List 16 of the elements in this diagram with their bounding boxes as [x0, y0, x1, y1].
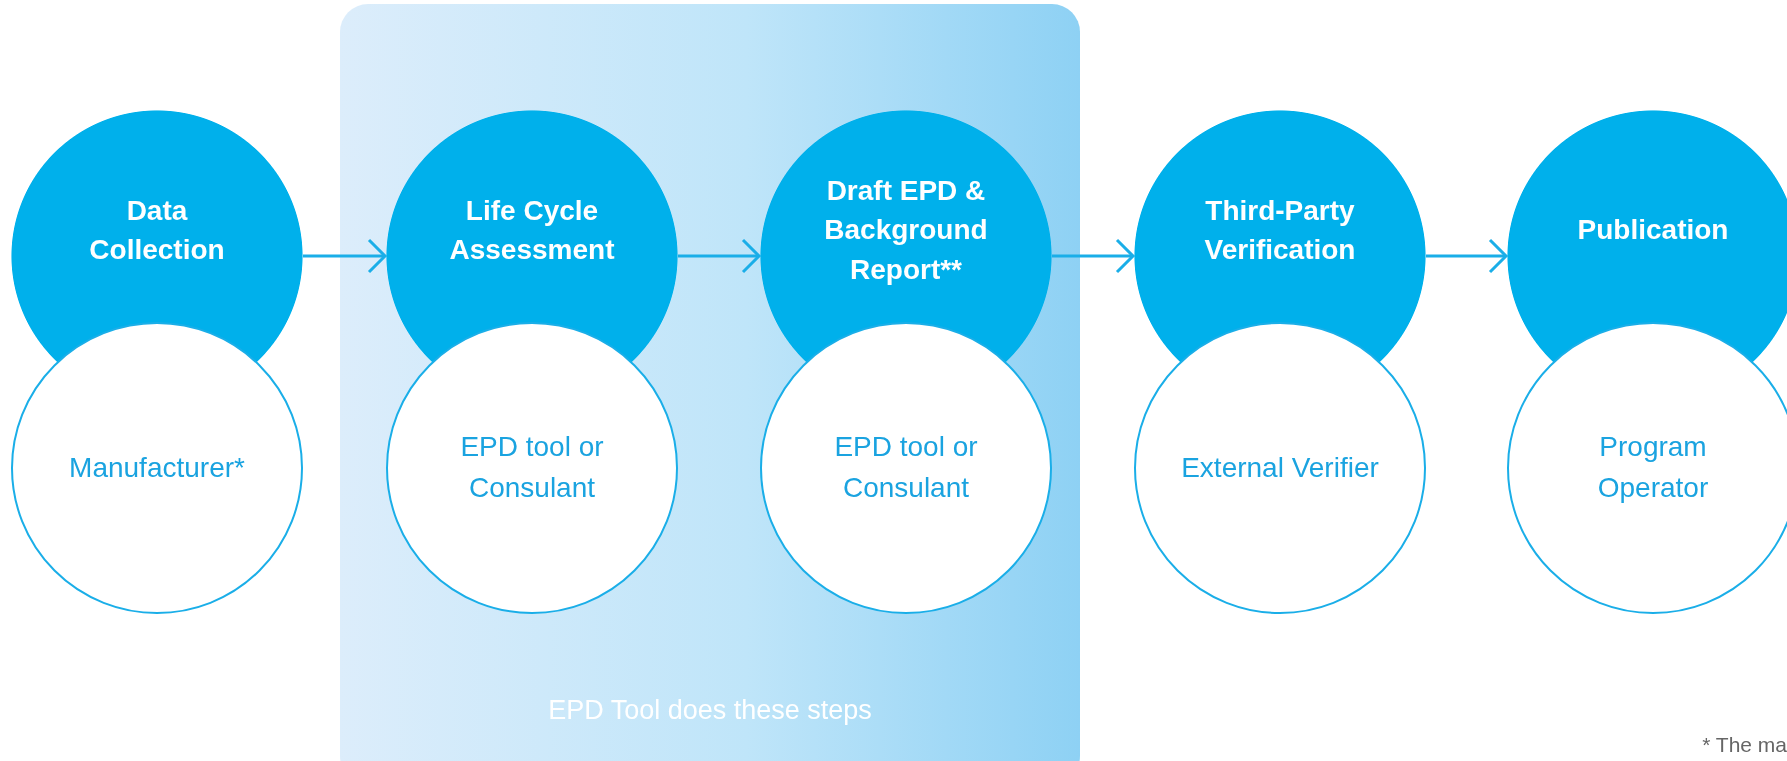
step-label: Publication	[1577, 213, 1729, 248]
step-label: Third-Party Verification	[1203, 193, 1357, 267]
role-label: Program Operator	[1596, 430, 1710, 505]
step-label: Life Cycle Assessment	[448, 193, 616, 267]
arrow	[303, 238, 387, 274]
role-label: Manufacturer*	[69, 450, 245, 485]
role-label: EPD tool or Consulant	[833, 430, 979, 505]
step-label: Draft EPD & Background Report**	[823, 174, 989, 287]
role-label: External Verifier	[1181, 450, 1379, 485]
role-label: EPD tool or Consulant	[459, 430, 605, 505]
arrow	[1426, 238, 1508, 274]
step-label: Data Collection	[88, 193, 226, 267]
footnote: * The ma	[1702, 733, 1787, 757]
arrow	[1052, 238, 1135, 274]
arrow	[678, 238, 761, 274]
highlight-band	[340, 4, 1080, 761]
